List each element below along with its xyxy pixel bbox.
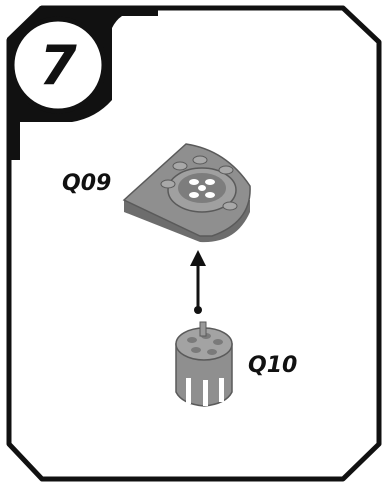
part-label-q10: Q10: [248, 353, 297, 378]
step-number: 7: [39, 34, 77, 97]
part-label-q09: Q09: [62, 171, 111, 196]
insert-arrow-icon: [190, 250, 206, 314]
step-number-circle: [9, 16, 107, 114]
part-q10-icon: [175, 321, 233, 407]
part-q09-icon: [122, 143, 251, 243]
